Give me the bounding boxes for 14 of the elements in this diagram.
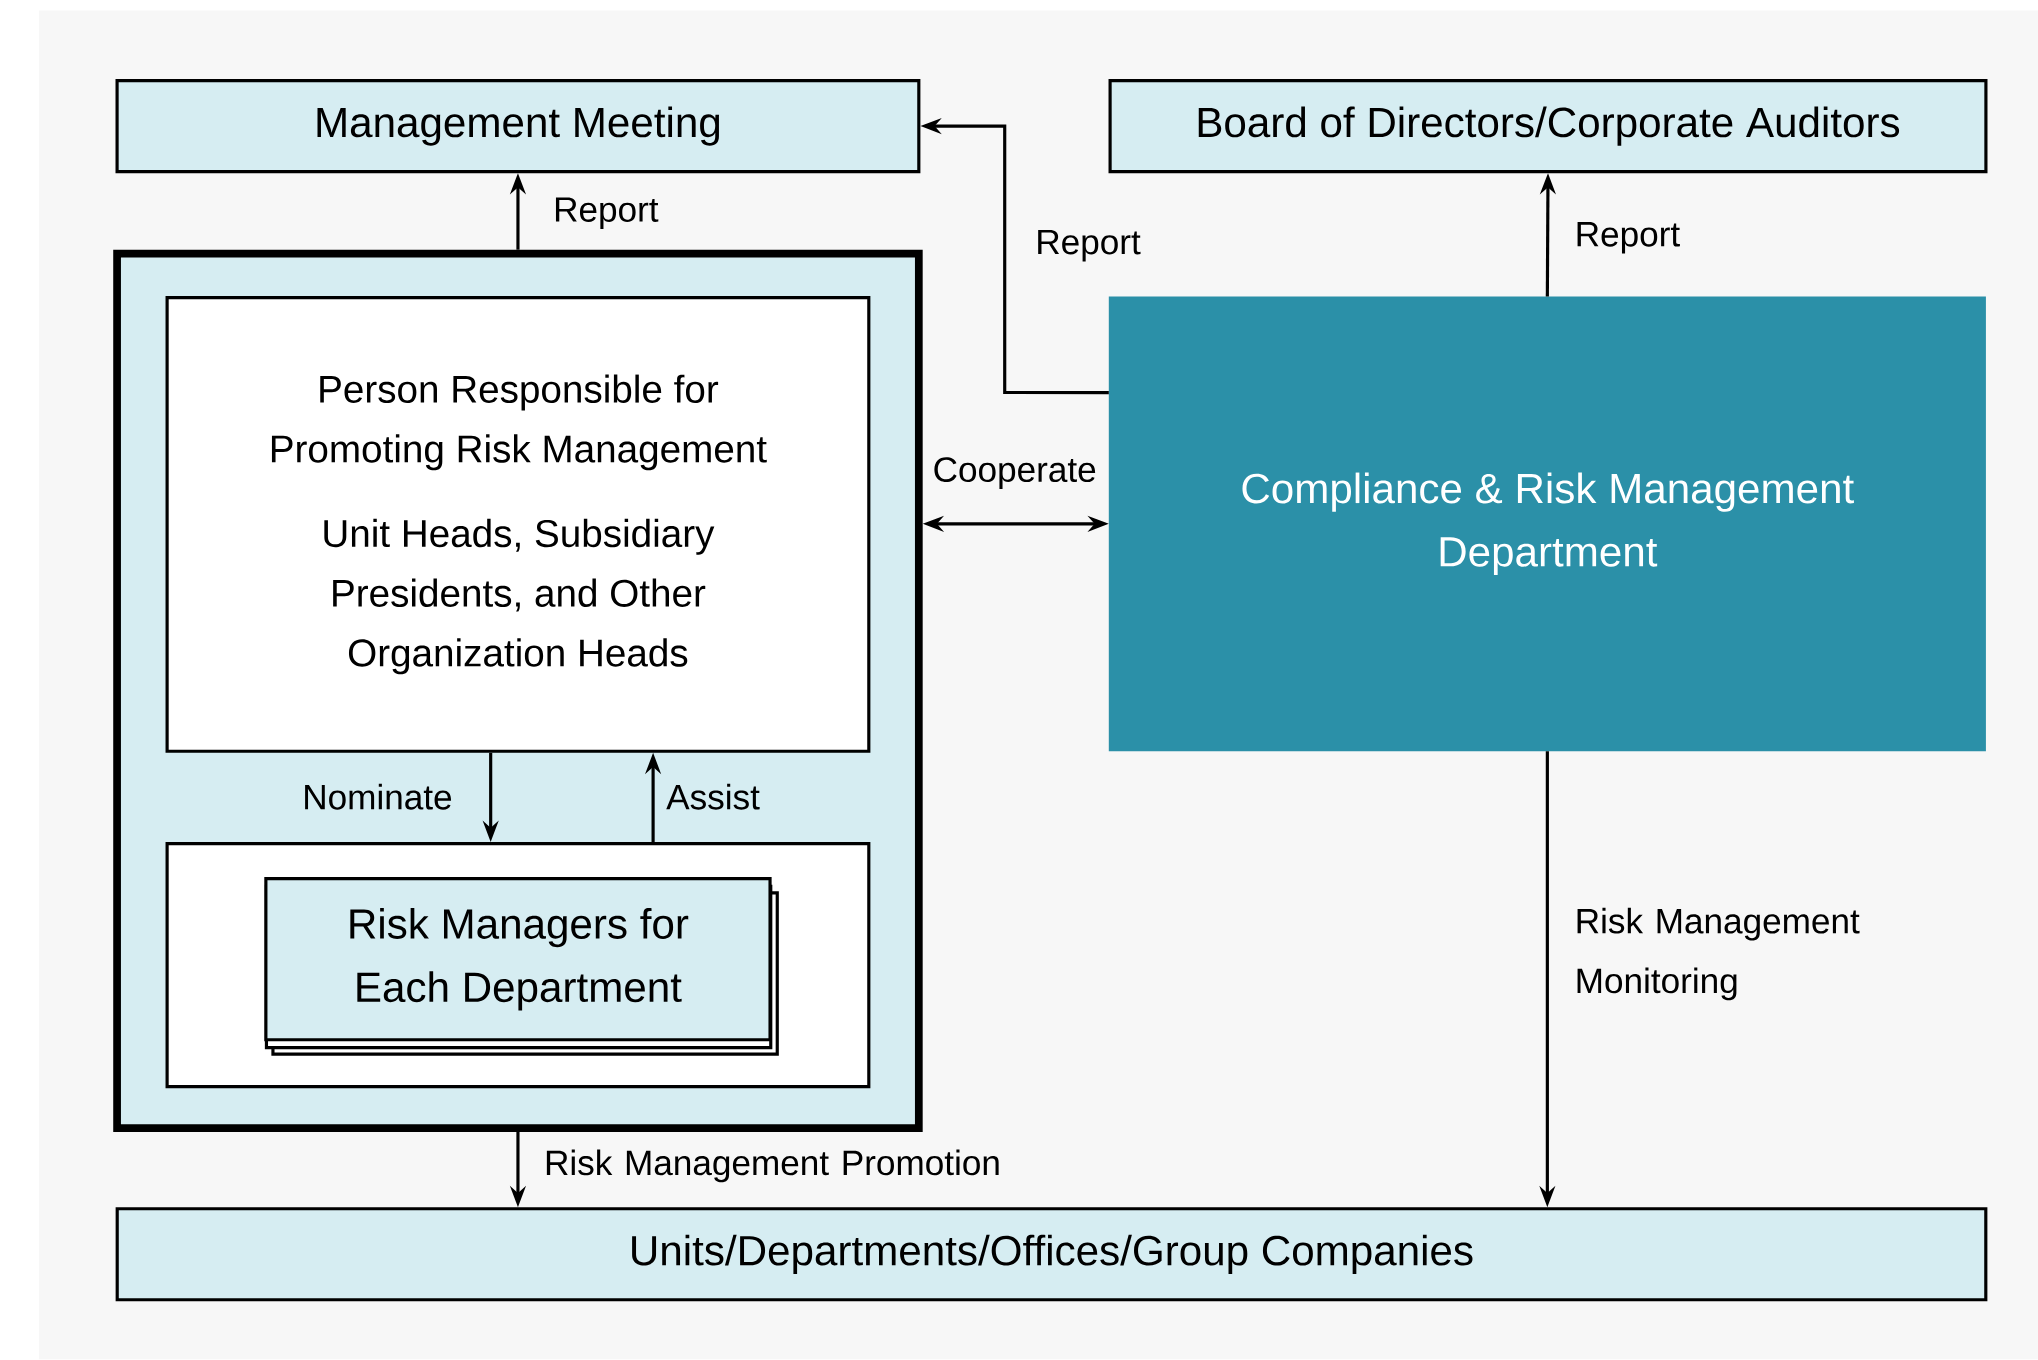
- edge-label: Risk Management Monitoring: [1577, 908, 1860, 1001]
- edge-label: Risk Management Promotion: [546, 1149, 999, 1183]
- edge-label: Report: [1577, 222, 1680, 254]
- process-box: Management Meeting: [115, 79, 921, 174]
- department-box: Compliance & Risk Management Department: [1108, 296, 1986, 752]
- edge-label: Assist: [666, 784, 760, 810]
- edge-label: Cooperate: [934, 457, 1096, 490]
- edge-label: Report: [555, 197, 659, 230]
- role-box: Person Responsible for Promoting Risk Management Unit Heads, Subsidiary Presidents, and Other Organization Heads: [165, 296, 871, 754]
- stacked-box: Risk Managers for Each Department: [264, 877, 779, 1056]
- edge-label: Nominate: [305, 784, 452, 810]
- edge-label: Report: [1038, 230, 1141, 262]
- process-box: Board of Directors/Corporate Auditors: [1108, 79, 1988, 174]
- process-box: Units/Departments/Offices/Group Companies: [115, 1207, 1988, 1302]
